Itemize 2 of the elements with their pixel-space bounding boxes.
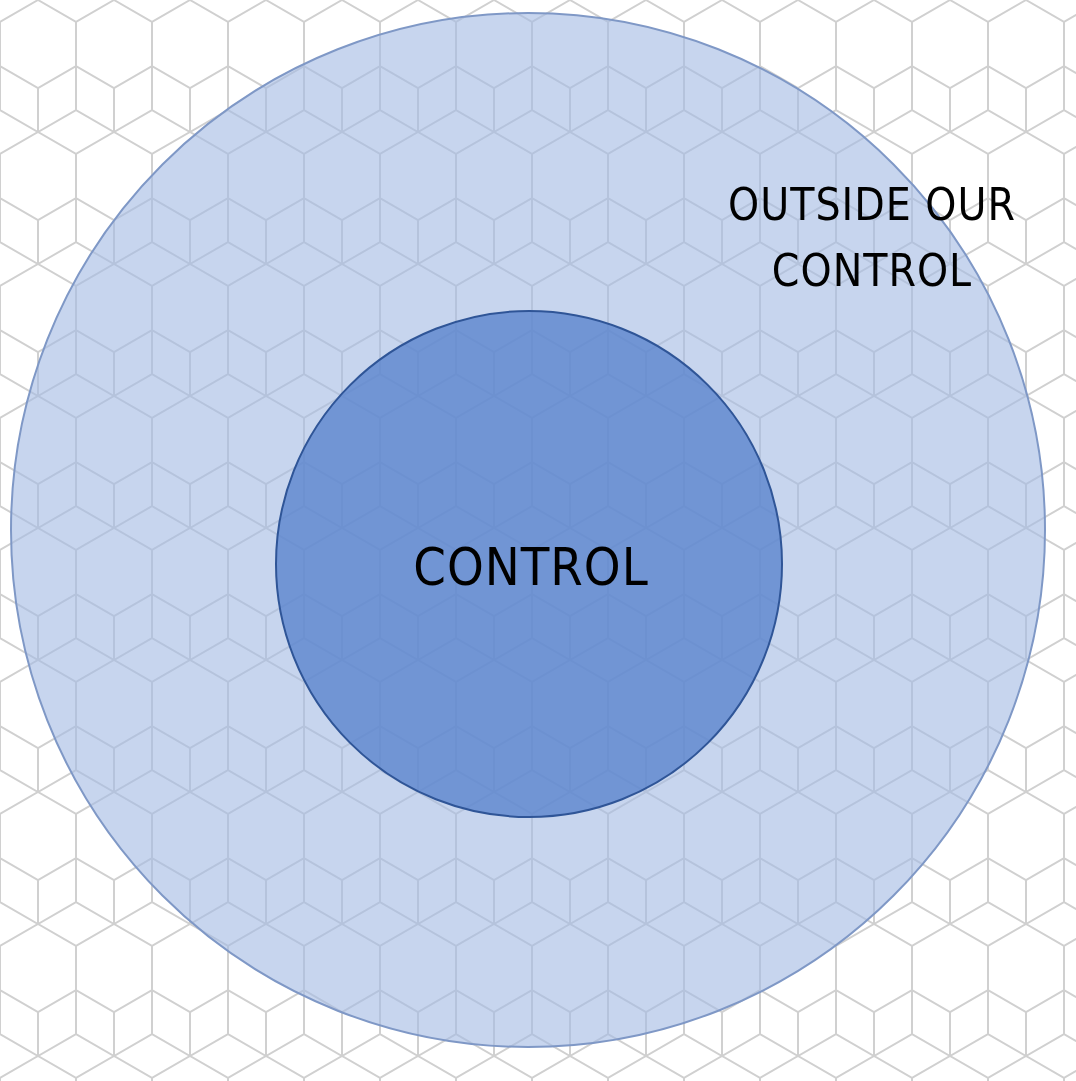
circle-label: CONTROL [412, 536, 650, 599]
circle-label: OUTSIDE OUR CONTROL [727, 178, 1017, 298]
